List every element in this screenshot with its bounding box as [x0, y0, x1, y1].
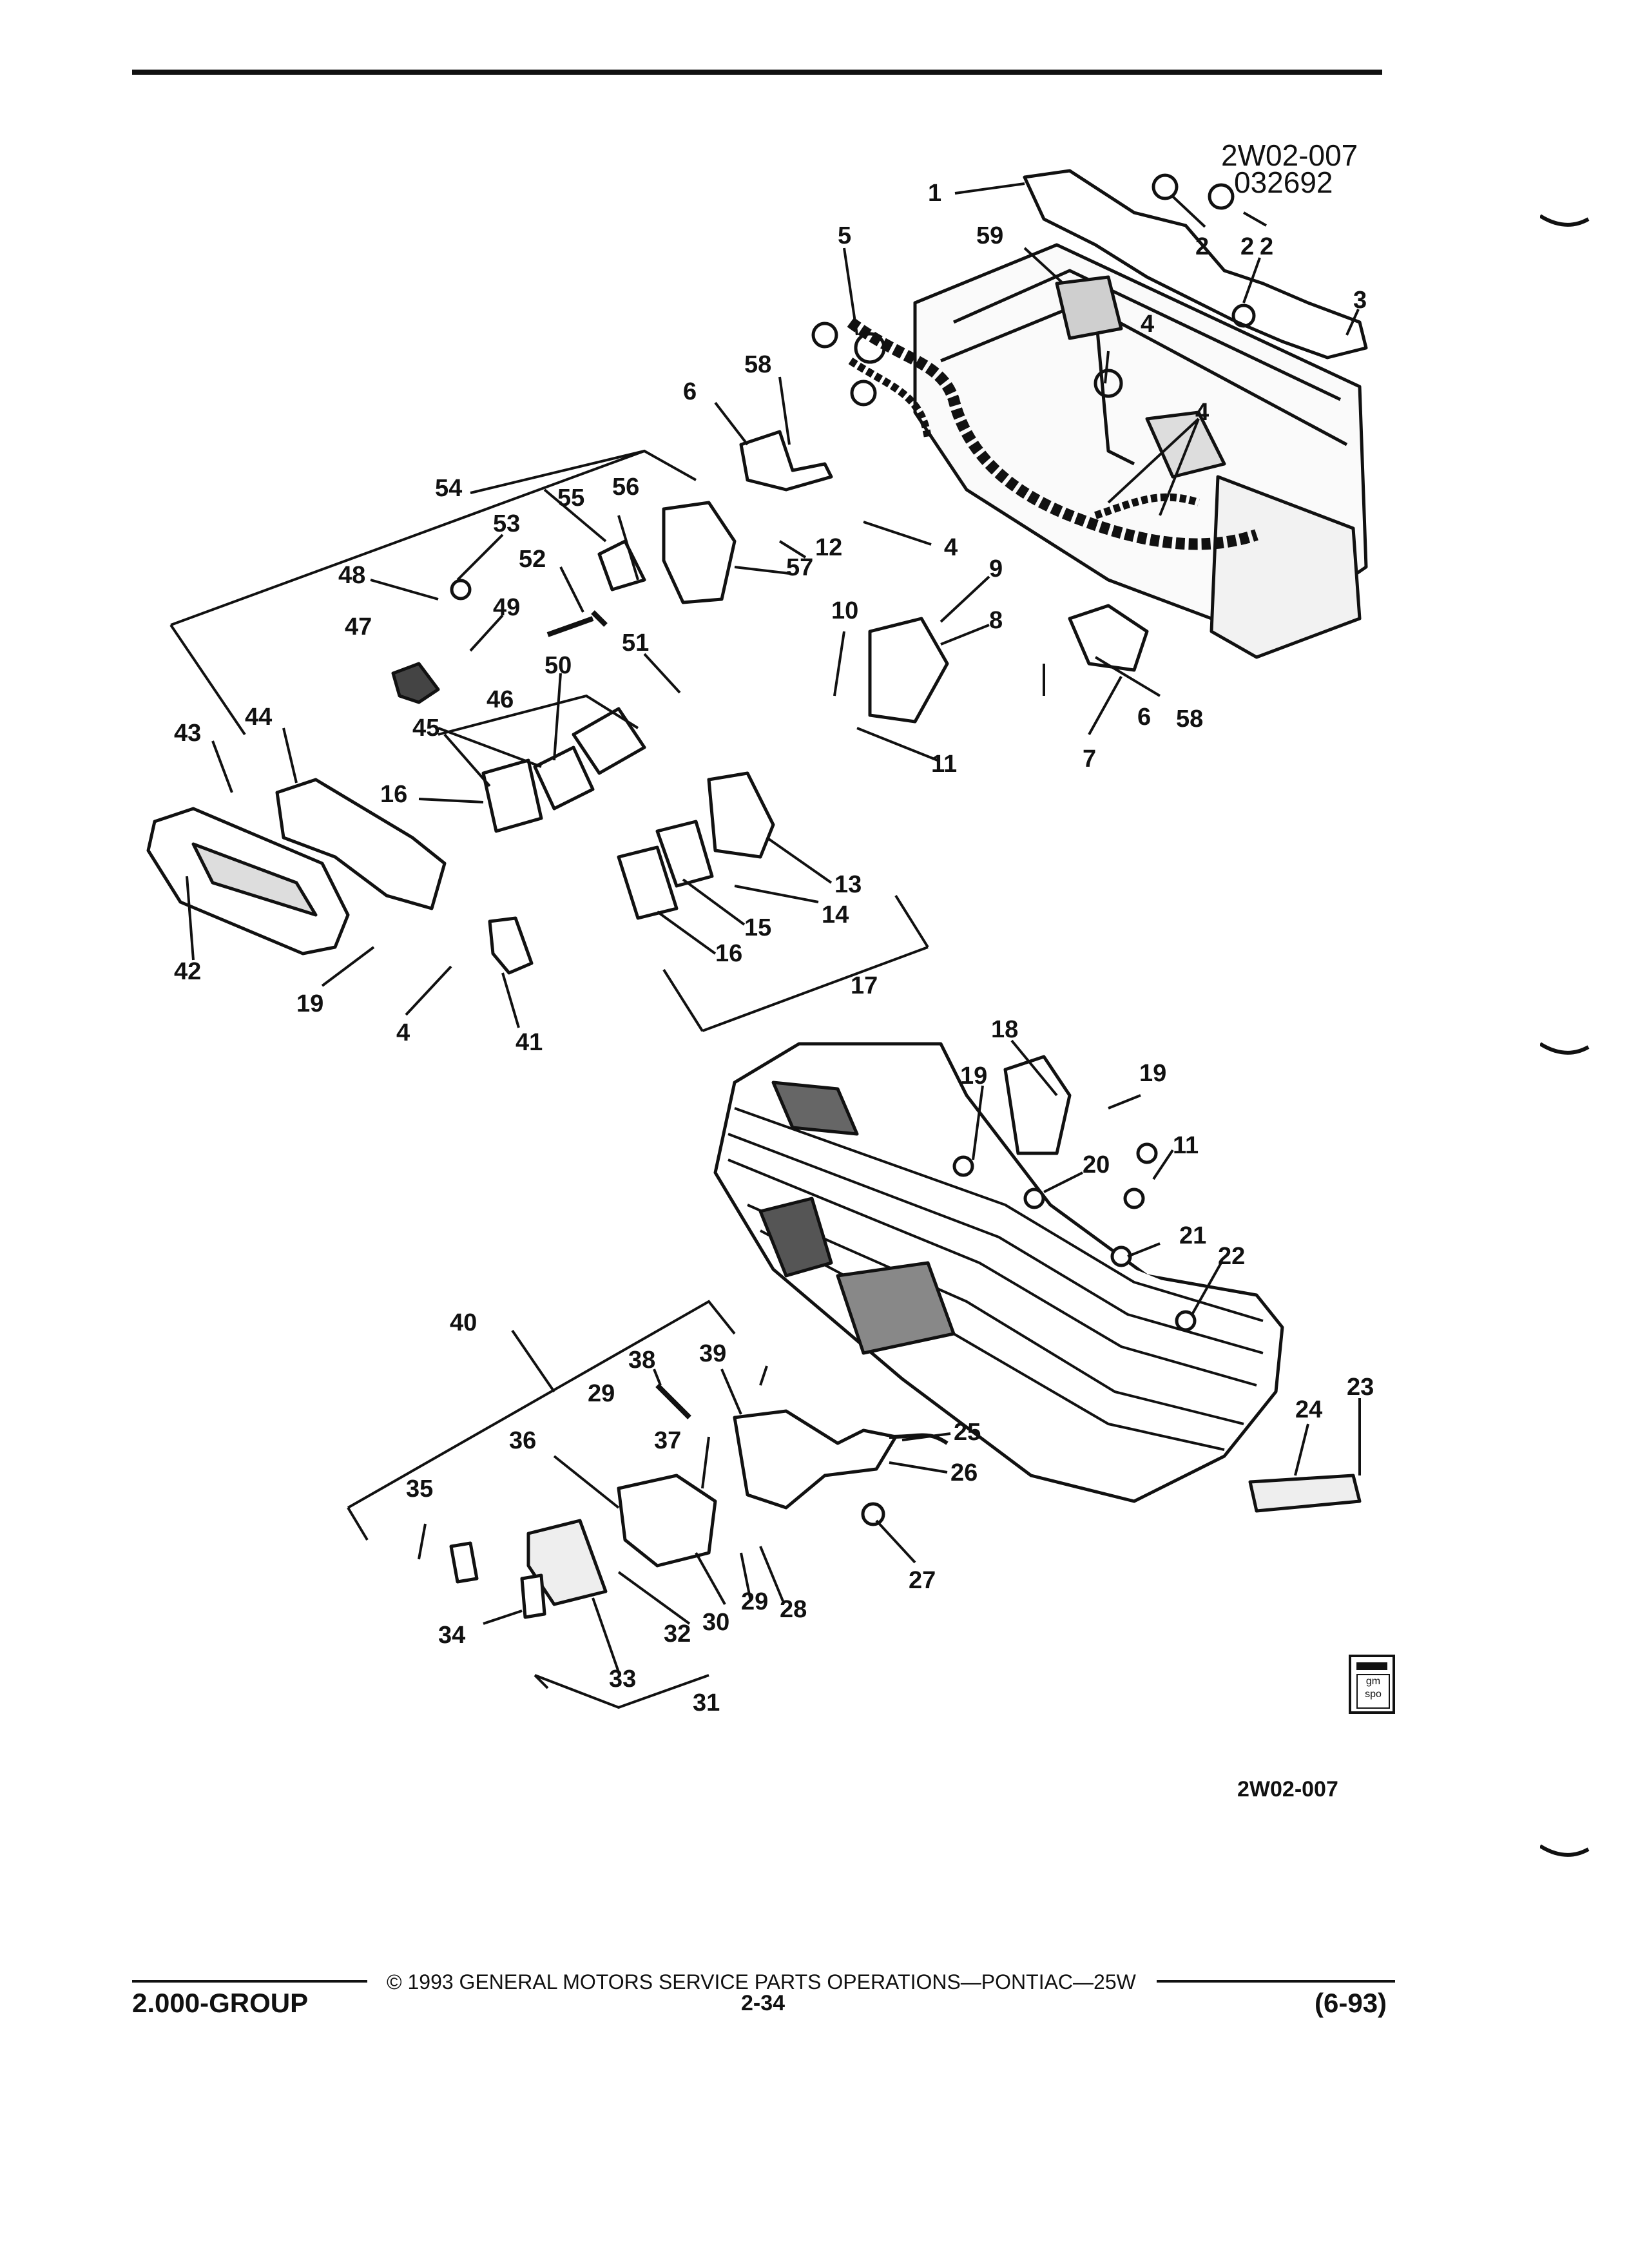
diagram-code-sub: 032692: [1234, 166, 1333, 199]
callout: 38: [628, 1347, 655, 1374]
callout: 42: [174, 958, 201, 985]
callout: 43: [174, 720, 201, 747]
figure-code: 2W02-007: [1237, 1777, 1338, 1802]
callout: 3: [1353, 287, 1367, 314]
callout: 59: [976, 222, 1003, 249]
callout-numbers: 1 2 2 2 3 4 4 4 4 5 59 58 6 54 53 55 56 …: [174, 180, 1374, 1716]
callout: 27: [909, 1567, 936, 1594]
callout: 49: [493, 594, 520, 621]
callout: 19: [960, 1062, 987, 1090]
diagram-code: 2W02-007: [1221, 139, 1358, 172]
callout: 39: [699, 1340, 726, 1367]
callout: 7: [1083, 745, 1096, 773]
callout: 57: [786, 554, 813, 581]
footer-group: 2.000-GROUP: [132, 1988, 309, 2018]
callout: 58: [744, 351, 771, 378]
callout: 26: [950, 1459, 978, 1486]
frame-radiator-support-assembly: [811, 169, 1368, 659]
callout: 31: [693, 1689, 720, 1716]
callout: 35: [406, 1475, 433, 1503]
callout: 6: [683, 378, 697, 405]
callout: 22: [1218, 1243, 1245, 1270]
callout: 58: [1176, 706, 1203, 733]
callout: 40: [450, 1309, 477, 1336]
callout: 2: [1240, 233, 1254, 260]
callout: 45: [412, 715, 439, 742]
callout: 41: [516, 1029, 543, 1056]
edge-mark: [1540, 1844, 1590, 1857]
parts-group-left: [146, 430, 1149, 975]
callout: 51: [622, 629, 649, 657]
leader-lines: [169, 182, 1361, 1709]
callout: 4: [396, 1019, 410, 1046]
callout: 1: [928, 180, 941, 207]
callout: 50: [545, 652, 572, 679]
callout: 52: [519, 546, 546, 573]
edge-mark: [1540, 214, 1590, 227]
callout: 18: [991, 1016, 1018, 1043]
callout: 11: [931, 751, 957, 778]
callout: 4: [1141, 311, 1154, 338]
callout: 5: [838, 222, 851, 249]
callout: 16: [715, 940, 742, 967]
gmspo-logo: gm spo: [1349, 1655, 1395, 1714]
callout: 44: [245, 704, 272, 731]
callout: 12: [815, 534, 842, 561]
callout: 30: [702, 1609, 729, 1636]
callout: 16: [380, 781, 407, 808]
callout: 11: [1173, 1132, 1199, 1159]
callout: 55: [557, 485, 584, 512]
callout: 24: [1295, 1396, 1322, 1423]
callout: 4: [944, 534, 958, 561]
logo-text: gm spo: [1356, 1674, 1390, 1709]
edge-mark: [1540, 1042, 1590, 1055]
callout: 34: [438, 1622, 465, 1649]
callout: 4: [1195, 399, 1209, 426]
callout: 14: [822, 901, 849, 928]
callout: 37: [654, 1427, 681, 1454]
fog-lamp-assembly: [449, 1383, 949, 1619]
callout: 20: [1083, 1151, 1110, 1178]
callout: 10: [831, 597, 858, 624]
callout: 15: [744, 914, 771, 941]
callout: 47: [345, 613, 372, 640]
callout: 28: [780, 1596, 807, 1623]
callout: 8: [989, 607, 1003, 634]
front-bumper-fascia: [713, 1042, 1362, 1513]
footer-date: (6-93): [1315, 1988, 1387, 2018]
callout: 33: [609, 1666, 636, 1693]
callout: 36: [509, 1427, 536, 1454]
callout: 19: [1139, 1060, 1166, 1087]
callout: 2: [1195, 233, 1209, 260]
callout: 23: [1347, 1374, 1374, 1401]
callout: 54: [435, 475, 462, 502]
callout: 2: [1260, 233, 1273, 260]
callout: 46: [487, 686, 514, 713]
callout: 48: [338, 562, 365, 589]
callout: 56: [612, 474, 639, 501]
callout: 29: [741, 1588, 768, 1615]
callout: 4: [1195, 399, 1209, 426]
footer-page-number: 2-34: [741, 1991, 786, 2015]
callout: 4: [944, 534, 958, 561]
callout: 13: [834, 871, 862, 898]
callout: 32: [664, 1620, 691, 1648]
callout: 17: [851, 972, 878, 999]
footer-copyright: © 1993 GENERAL MOTORS SERVICE PARTS OPER…: [387, 1970, 1136, 1994]
callout: 6: [1137, 704, 1151, 731]
callout: 25: [954, 1419, 981, 1446]
callout: 29: [588, 1380, 615, 1407]
callout: 19: [296, 990, 323, 1017]
callout: 53: [493, 510, 520, 537]
callout: 21: [1179, 1222, 1206, 1249]
callout: 9: [989, 555, 1003, 582]
